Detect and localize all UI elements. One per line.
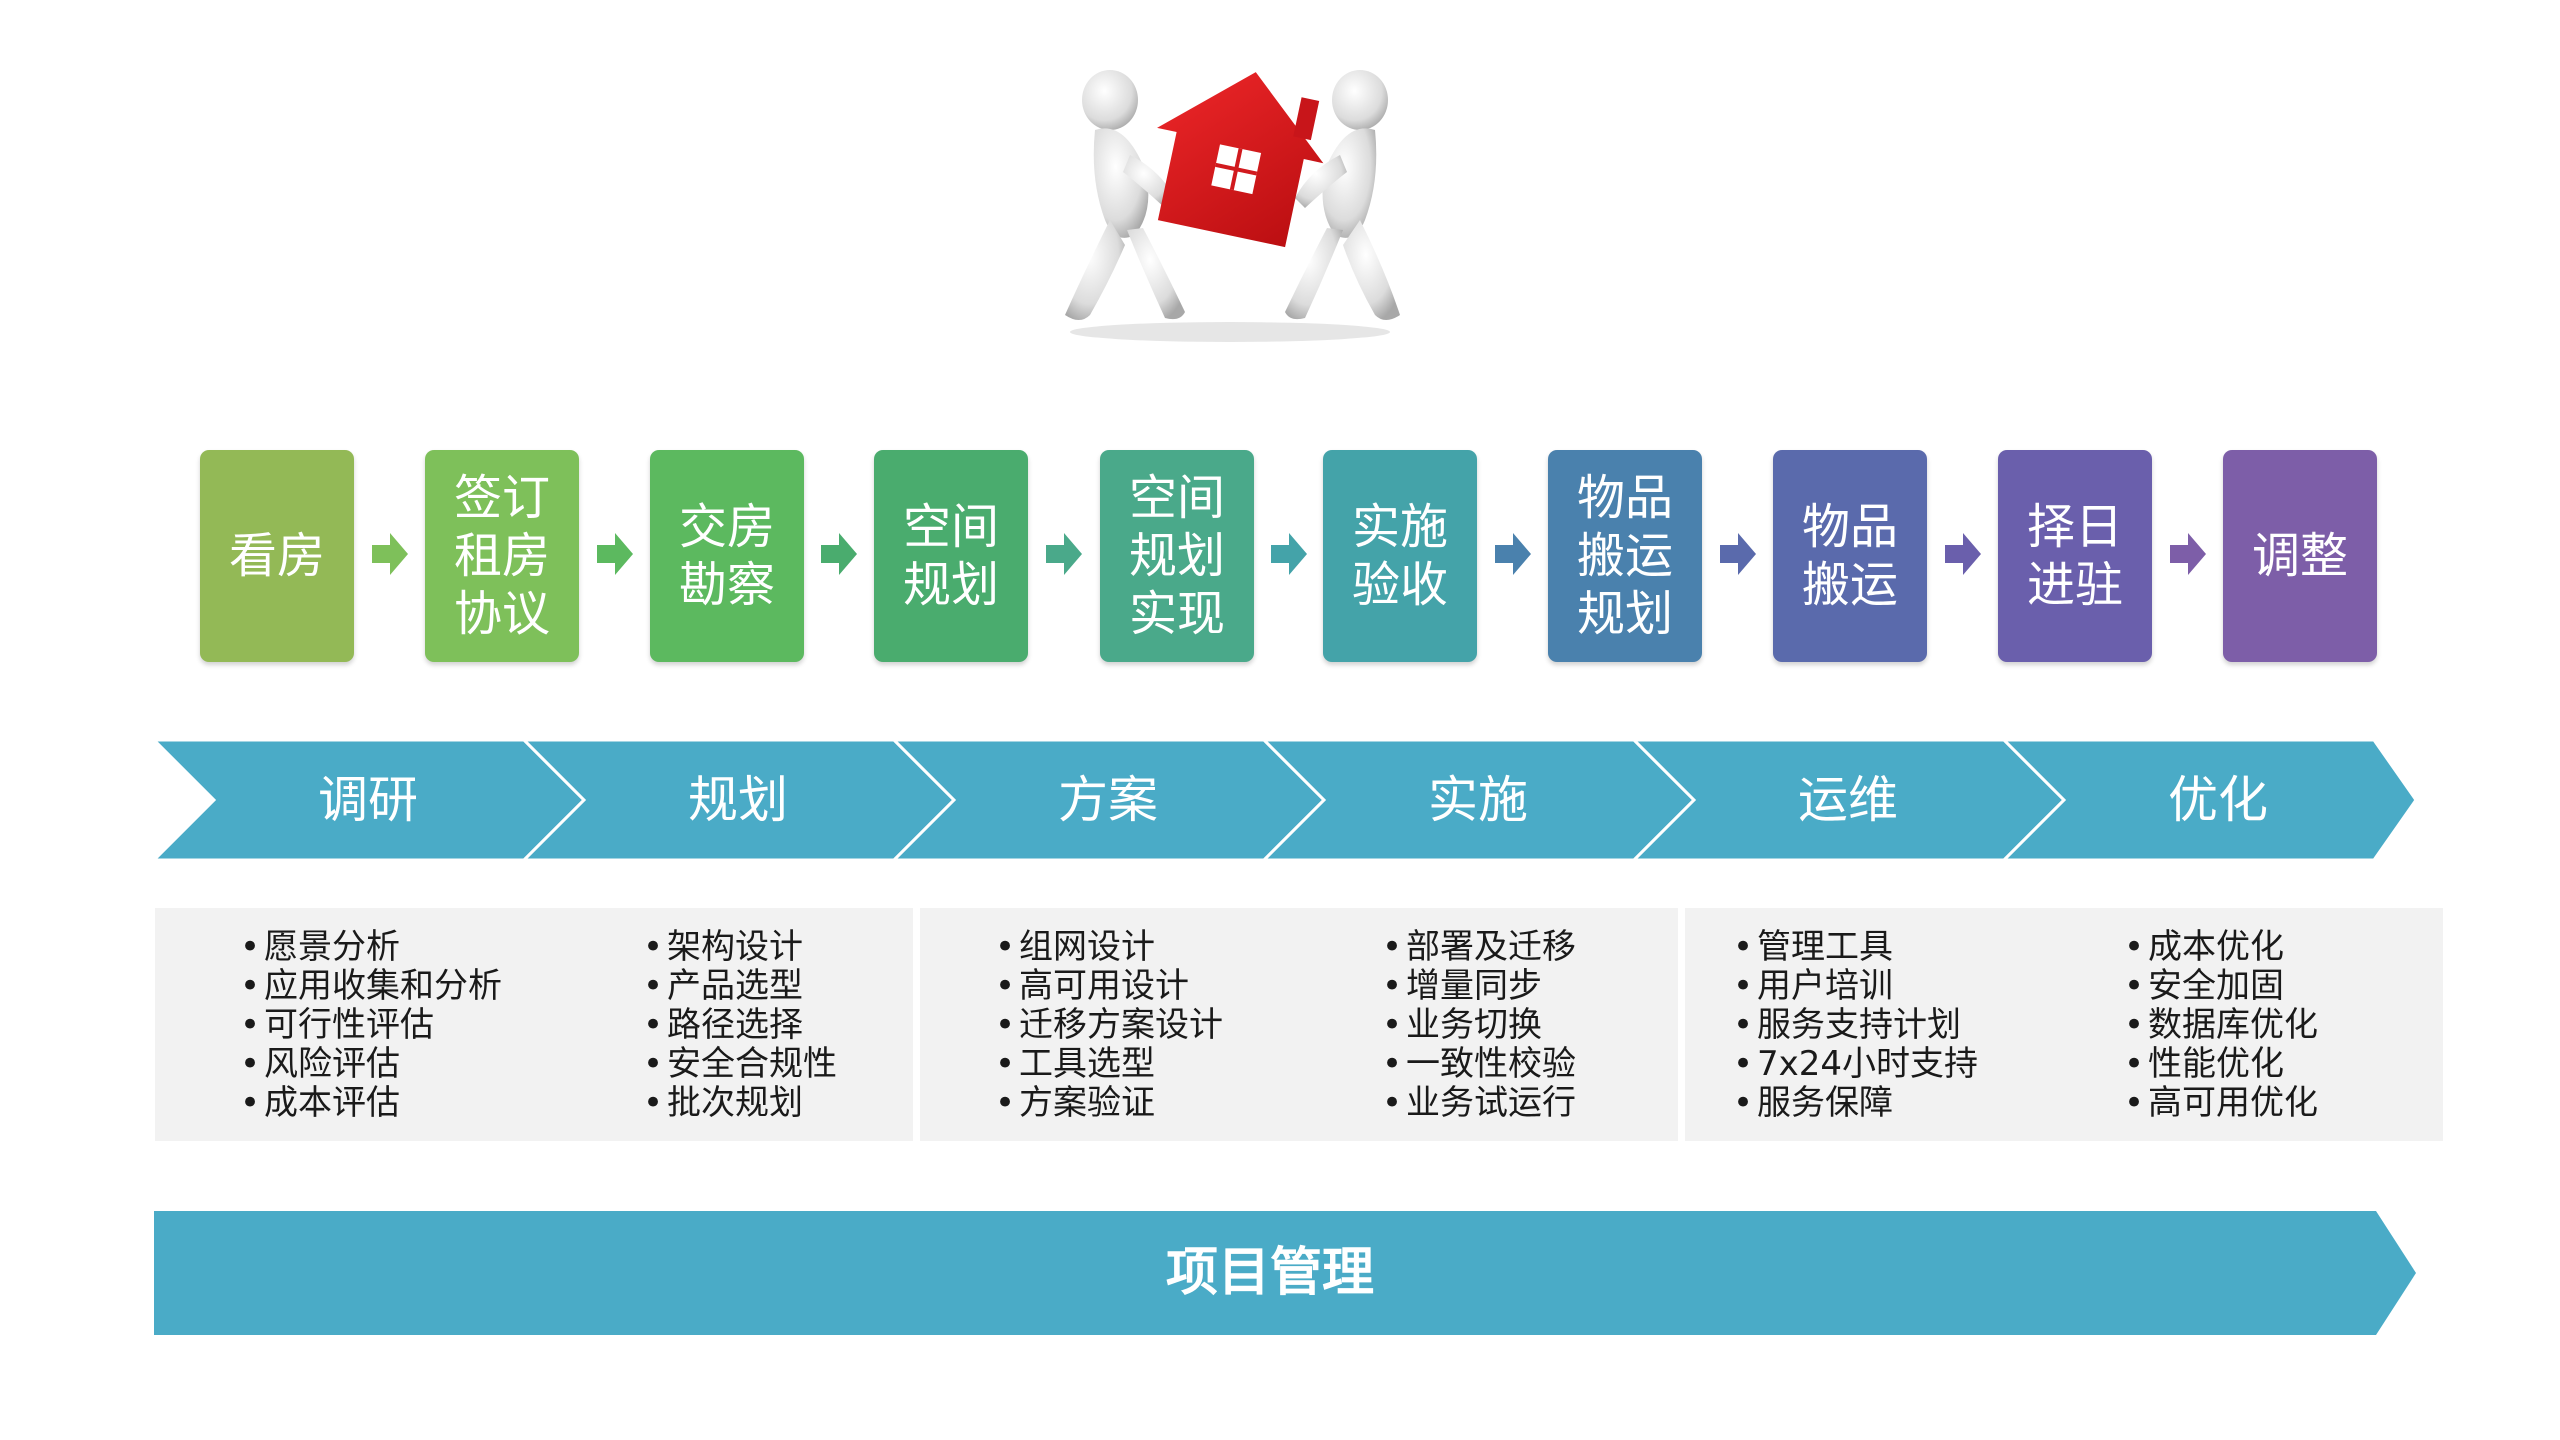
task-item: 业务试运行 — [1382, 1084, 1576, 1123]
step-label: 空间规划实现 — [1128, 470, 1225, 642]
step-label: 择日进驻 — [2026, 499, 2123, 613]
task-item: 部署及迁移 — [1382, 928, 1576, 967]
phase-label: 运维 — [1798, 771, 1898, 829]
step-label: 调整 — [2251, 528, 2348, 584]
task-item: 安全加固 — [2124, 967, 2318, 1006]
phase-label: 方案 — [1058, 771, 1158, 829]
task-list: 管理工具用户培训服务支持计划7x24小时支持服务保障 — [1733, 928, 1978, 1123]
arrow-right-icon — [2169, 533, 2206, 575]
task-item: 安全合规性 — [643, 1045, 837, 1084]
step-label: 交房勘察 — [678, 499, 775, 613]
phase-chevron — [1261, 740, 1697, 860]
step-label: 物品搬运 — [1801, 499, 1898, 613]
task-list: 组网设计高可用设计迁移方案设计工具选型方案验证 — [995, 928, 1223, 1123]
phase-chevron-band — [154, 740, 2416, 860]
task-item: 方案验证 — [995, 1084, 1223, 1123]
task-item: 批次规划 — [643, 1084, 837, 1123]
task-item: 高可用优化 — [2124, 1084, 2318, 1123]
step-box: 实施验收 — [1323, 450, 1477, 662]
step-label: 空间规划 — [902, 499, 999, 613]
step-box: 择日进驻 — [1998, 450, 2152, 662]
task-item: 风险评估 — [240, 1045, 502, 1084]
arrow-right-icon — [1494, 533, 1531, 575]
phase-chevron — [154, 740, 587, 860]
task-list: 部署及迁移增量同步业务切换一致性校验业务试运行 — [1382, 928, 1576, 1123]
task-item: 成本评估 — [240, 1084, 502, 1123]
arrow-right-icon — [1270, 533, 1307, 575]
arrow-right-icon — [821, 533, 857, 575]
step-label: 签订租房协议 — [453, 470, 550, 642]
phase-label: 规划 — [688, 771, 788, 829]
task-item: 产品选型 — [643, 967, 837, 1006]
arrow-right-icon — [1046, 533, 1082, 575]
task-item: 一致性校验 — [1382, 1045, 1576, 1084]
phase-chevron — [1631, 740, 2067, 860]
step-box: 空间规划 — [874, 450, 1028, 662]
task-list: 成本优化安全加固数据库优化性能优化高可用优化 — [2124, 928, 2318, 1123]
task-item: 架构设计 — [643, 928, 837, 967]
project-management-label: 项目管理 — [1165, 1243, 1374, 1303]
task-item: 可行性评估 — [240, 1006, 502, 1045]
task-list: 架构设计产品选型路径选择安全合规性批次规划 — [643, 928, 837, 1123]
arrow-right-icon — [1719, 533, 1756, 575]
task-item: 组网设计 — [995, 928, 1223, 967]
people-lifting-house-icon — [1065, 70, 1400, 342]
phase-label: 调研 — [318, 771, 418, 829]
step-box: 物品搬运规划 — [1548, 450, 1702, 662]
task-item: 工具选型 — [995, 1045, 1223, 1084]
task-item: 数据库优化 — [2124, 1006, 2318, 1045]
task-item: 用户培训 — [1733, 967, 1978, 1006]
task-item: 应用收集和分析 — [240, 967, 502, 1006]
step-box: 物品搬运 — [1773, 450, 1927, 662]
step-box: 签订租房协议 — [425, 450, 579, 662]
step-label: 看房 — [228, 528, 325, 584]
project-management-arrow — [154, 1211, 2416, 1335]
phase-label: 实施 — [1428, 771, 1528, 829]
task-item: 路径选择 — [643, 1006, 837, 1045]
task-list: 愿景分析应用收集和分析可行性评估风险评估成本评估 — [240, 928, 502, 1123]
phase-chevron — [2001, 740, 2416, 860]
step-label: 物品搬运规划 — [1576, 470, 1673, 642]
task-item: 愿景分析 — [240, 928, 502, 967]
step-box: 交房勘察 — [650, 450, 804, 662]
arrow-right-icon — [371, 533, 408, 575]
arrow-right-icon — [596, 533, 633, 575]
task-item: 服务支持计划 — [1733, 1006, 1978, 1045]
task-item: 管理工具 — [1733, 928, 1978, 967]
task-item: 业务切换 — [1382, 1006, 1576, 1045]
phase-chevron — [891, 740, 1327, 860]
task-item: 成本优化 — [2124, 928, 2318, 967]
arrow-right-icon — [1944, 533, 1981, 575]
step-box: 看房 — [200, 450, 354, 662]
task-item: 迁移方案设计 — [995, 1006, 1223, 1045]
step-box: 调整 — [2223, 450, 2377, 662]
step-label: 实施验收 — [1351, 499, 1448, 613]
phase-chevron — [521, 740, 957, 860]
phase-label: 优化 — [2168, 771, 2268, 829]
step-row: 看房 签订租房协议 交房勘察 空间规划 空间规划实现 实施验收 物品搬运规划 物品搬运 择日进驻… — [0, 450, 2560, 665]
step-box: 空间规划实现 — [1100, 450, 1254, 662]
task-item: 增量同步 — [1382, 967, 1576, 1006]
task-item: 7x24小时支持 — [1733, 1045, 1978, 1084]
task-item: 服务保障 — [1733, 1084, 1978, 1123]
task-item: 高可用设计 — [995, 967, 1223, 1006]
task-item: 性能优化 — [2124, 1045, 2318, 1084]
